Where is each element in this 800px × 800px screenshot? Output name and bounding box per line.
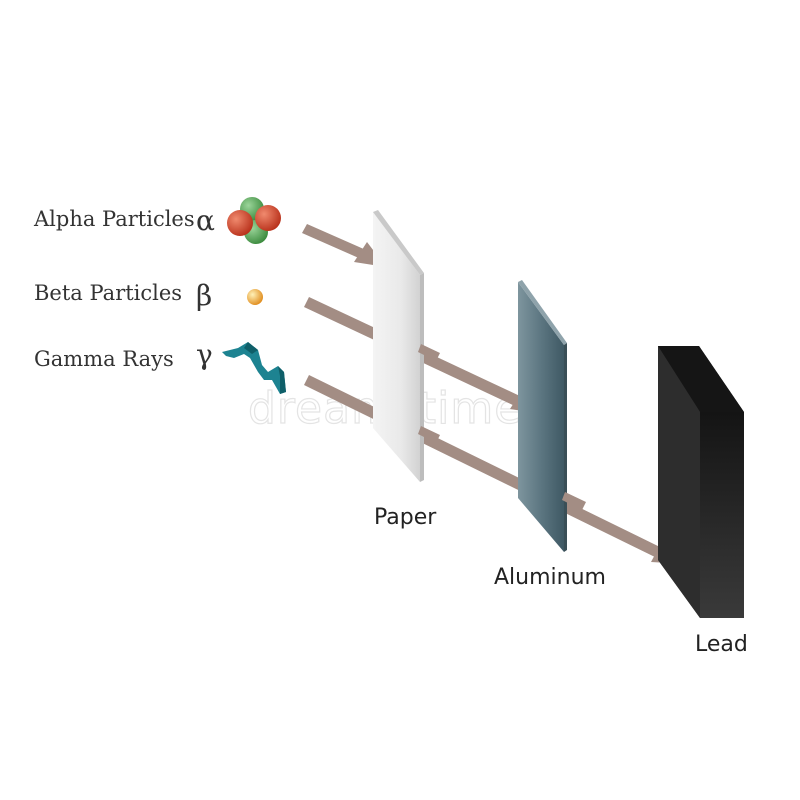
beta-row: Beta Particles β: [34, 279, 263, 312]
beta-symbol: β: [196, 279, 212, 312]
lead-barrier: [658, 346, 744, 618]
gamma-wave-icon: [222, 342, 286, 394]
gamma-row: Gamma Rays γ: [34, 338, 286, 394]
beta-label: Beta Particles: [34, 281, 182, 305]
alpha-particle-icon: [227, 197, 281, 244]
gamma-label: Gamma Rays: [34, 347, 174, 371]
lead-label: Lead: [695, 632, 748, 657]
alpha-symbol: α: [196, 204, 215, 237]
gamma-symbol: γ: [196, 338, 213, 371]
alpha-row: Alpha Particles α: [33, 197, 281, 244]
alpha-label: Alpha Particles: [33, 207, 195, 231]
arrow-overlay-aluminum: [562, 492, 586, 510]
paper-barrier: [373, 210, 424, 482]
paper-label: Paper: [374, 505, 437, 530]
aluminum-label: Aluminum: [494, 565, 606, 590]
arrow-overlays-paper: [418, 344, 440, 443]
aluminum-barrier: [518, 280, 567, 552]
beta-particle-icon: [247, 289, 263, 305]
